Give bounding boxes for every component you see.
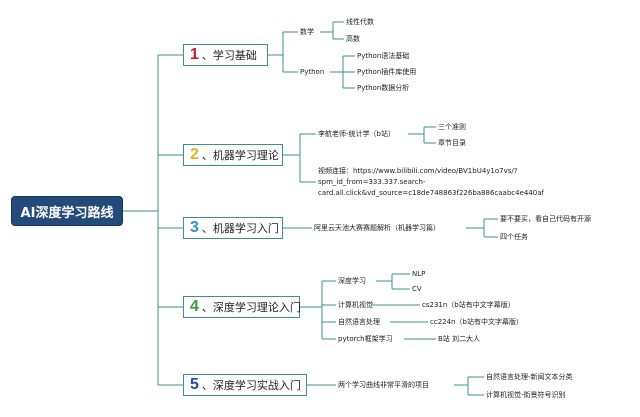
node-pytorch: pytorch框架学习 xyxy=(338,335,393,343)
branch-label: 、深度学习实战入门 xyxy=(201,379,301,392)
node-li-hang: 李航老师-统计学（b站） xyxy=(318,130,395,138)
branch-number: 5 xyxy=(190,376,199,393)
node-no-fear: 要不要买，看自己代码有开源 xyxy=(500,215,591,223)
node-nlp: NLP xyxy=(412,270,426,278)
node-bzhan: B站 刘二大人 xyxy=(438,335,481,343)
branch-number: 2 xyxy=(190,146,199,163)
branch-dl-theory: 4 、深度学习理论入门 xyxy=(183,296,301,318)
node-calculus: 高数 xyxy=(346,35,360,43)
node-nlp-full: 自然语言处理 xyxy=(338,318,380,326)
branch-ml-theory: 2 、机器学习理论 xyxy=(183,144,283,166)
node-chapter-list: 章节目录 xyxy=(438,139,466,147)
root-label: AI深度学习路线 xyxy=(20,205,114,221)
node-python: Python xyxy=(300,68,325,76)
branch-number: 1 xyxy=(190,46,199,63)
node-python-syntax: Python语法基础 xyxy=(357,52,410,60)
node-four-tasks: 四个任务 xyxy=(500,233,528,241)
branch-learning-basics: 1 、学习基础 xyxy=(183,44,268,66)
node-video-link-1: 视频连接：https://www.bilibili.com/video/BV1b… xyxy=(318,167,518,175)
node-video-link-2: spm_id_from=333.337.search- xyxy=(318,178,426,186)
node-python-libs: Python插件库使用 xyxy=(357,68,417,76)
branch-dl-practice: 5 、深度学习实战入门 xyxy=(183,374,307,396)
root-node: AI深度学习路线 xyxy=(11,196,123,226)
branch-label: 、深度学习理论入门 xyxy=(201,301,301,314)
branch-ml-intro: 3 、机器学习入门 xyxy=(183,217,283,239)
node-street-sign: 计算机视觉-街景符号识别 xyxy=(486,391,566,399)
branch-label: 、机器学习理论 xyxy=(201,149,279,162)
node-cs231n: cs231n（b站有中文字幕版） xyxy=(422,301,515,309)
node-news-classify: 自然语言处理-新闻文本分类 xyxy=(486,373,573,381)
node-three-criteria: 三个准则 xyxy=(438,123,466,131)
node-aliyun: 阿里云天池大赛赛题解析（机器学习篇） xyxy=(314,224,440,232)
node-cv: CV xyxy=(412,285,422,293)
node-video-link-3: card.all.click&vd_source=c18de748863f226… xyxy=(318,189,545,197)
branch-label: 、机器学习入门 xyxy=(201,222,279,235)
node-deep-learning: 深度学习 xyxy=(338,277,366,285)
node-cs224n: cc224n（b站有中文字幕版） xyxy=(430,318,523,326)
branch-number: 4 xyxy=(190,298,199,315)
node-computer-vision: 计算机视觉 xyxy=(338,301,373,309)
node-python-data: Python数据分析 xyxy=(357,84,410,92)
node-two-projects: 两个学习曲线非常平滑的项目 xyxy=(338,381,429,389)
node-math: 数学 xyxy=(300,28,314,36)
branch-number: 3 xyxy=(190,219,199,236)
branch-label: 、学习基础 xyxy=(201,49,257,62)
node-linear-algebra: 线性代数 xyxy=(346,18,374,26)
